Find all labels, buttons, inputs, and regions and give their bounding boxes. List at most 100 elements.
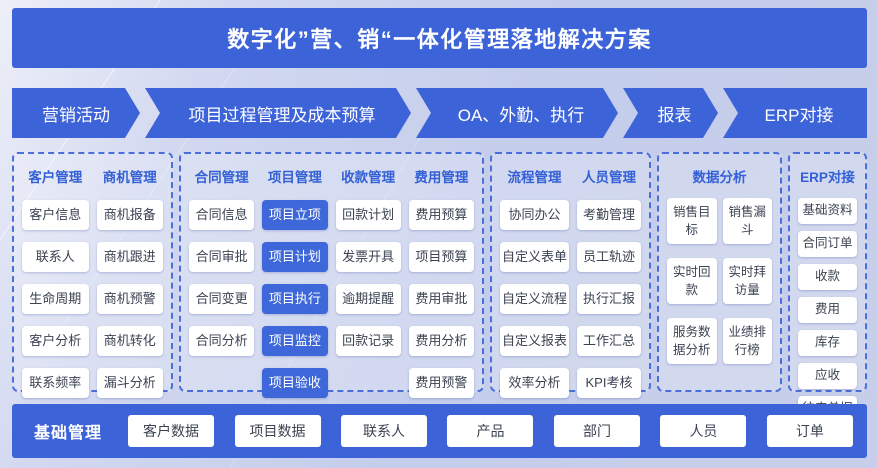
module-chip: 执行汇报 bbox=[577, 284, 641, 314]
module-chip: 合同分析 bbox=[189, 326, 255, 356]
module-chip: 费用审批 bbox=[408, 284, 474, 314]
module-chip: 服务数据分析 bbox=[667, 318, 717, 364]
base-management-label: 基础管理 bbox=[34, 425, 103, 442]
base-data-chip: 订单 bbox=[766, 415, 853, 447]
panel-header-erp: ERP对接 bbox=[800, 170, 855, 185]
module-chip: 商机转化 bbox=[96, 326, 163, 356]
panel-erp-column-0: 基础资料合同订单收款费用库存应收往来单据 bbox=[798, 198, 857, 422]
base-data-chip: 人员 bbox=[660, 415, 747, 447]
flow-step-0: 营销活动 bbox=[12, 88, 140, 138]
panel-data-analysis-column-0: 销售目标实时回款服务数据分析 bbox=[667, 198, 717, 364]
panel-customer-opportunity-column-1: 商机管理商机报备商机跟进商机预警商机转化漏斗分析 bbox=[96, 166, 163, 398]
module-chip: 费用分析 bbox=[408, 326, 474, 356]
module-chip: 商机预警 bbox=[96, 284, 163, 314]
flow-step-label: 报表 bbox=[657, 105, 692, 125]
title-banner: 数字化”营、销“一体化管理落地解决方案 bbox=[12, 8, 867, 68]
module-chip: 商机跟进 bbox=[96, 242, 163, 272]
module-chip: 协同办公 bbox=[500, 200, 570, 230]
module-chip: 合同订单 bbox=[798, 231, 857, 257]
column-header: 费用管理 bbox=[414, 170, 469, 185]
flow-step-2: OA、外勤、执行 bbox=[416, 88, 618, 138]
module-chip: 实时拜访量 bbox=[722, 258, 772, 304]
base-data-chip: 部门 bbox=[553, 415, 640, 447]
column-header: 客户管理 bbox=[28, 170, 83, 185]
column-header: 流程管理 bbox=[507, 170, 562, 185]
module-chip: 考勤管理 bbox=[577, 200, 641, 230]
module-chip: 客户分析 bbox=[22, 326, 89, 356]
panel-columns-process-personnel: 流程管理协同办公自定义表单自定义流程自定义报表效率分析人员管理考勤管理员工轨迹执… bbox=[500, 166, 641, 398]
panel-customer-opportunity-column-0: 客户管理客户信息联系人生命周期客户分析联系频率 bbox=[22, 166, 89, 398]
panel-columns-erp: 基础资料合同订单收款费用库存应收往来单据 bbox=[798, 198, 857, 422]
column-header: 商机管理 bbox=[102, 170, 157, 185]
module-chip: 自定义报表 bbox=[500, 326, 570, 356]
panel-contract-project-receipt-expense-column-3: 费用管理费用预算项目预算费用审批费用分析费用预警 bbox=[408, 166, 474, 398]
column-header: 人员管理 bbox=[582, 170, 636, 185]
column-header: 合同管理 bbox=[194, 170, 249, 185]
module-chip: 逾期提醒 bbox=[335, 284, 401, 314]
page-title: 数字化”营、销“一体化管理落地解决方案 bbox=[227, 27, 652, 52]
module-chip: 自定义表单 bbox=[500, 242, 570, 272]
module-chip: 联系人 bbox=[22, 242, 89, 272]
module-chip: 客户信息 bbox=[22, 200, 89, 230]
panel-customer-opportunity: 客户管理客户信息联系人生命周期客户分析联系频率商机管理商机报备商机跟进商机预警商… bbox=[12, 152, 173, 398]
module-chip: 销售目标 bbox=[667, 198, 717, 244]
module-chip: 项目立项 bbox=[262, 200, 328, 230]
module-chip: 商机报备 bbox=[96, 200, 163, 230]
column-header: 收款管理 bbox=[341, 170, 396, 185]
panel-data-analysis-column-1: 销售漏斗实时拜访量业绩排行榜 bbox=[722, 198, 772, 364]
module-chip: 项目验收 bbox=[262, 368, 328, 398]
panel-process-personnel-column-0: 流程管理协同办公自定义表单自定义流程自定义报表效率分析 bbox=[500, 166, 570, 398]
panel-columns-customer-opportunity: 客户管理客户信息联系人生命周期客户分析联系频率商机管理商机报备商机跟进商机预警商… bbox=[22, 166, 163, 398]
panel-contract-project-receipt-expense: 合同管理合同信息合同审批合同变更合同分析项目管理项目立项项目计划项目执行项目监控… bbox=[179, 152, 484, 398]
panel-process-personnel: 流程管理协同办公自定义表单自定义流程自定义报表效率分析人员管理考勤管理员工轨迹执… bbox=[490, 152, 651, 398]
module-chip: 基础资料 bbox=[798, 198, 857, 224]
flow-step-1: 项目过程管理及成本预算 bbox=[145, 88, 411, 138]
panel-contract-project-receipt-expense-column-1: 项目管理项目立项项目计划项目执行项目监控项目验收 bbox=[262, 166, 328, 398]
module-chip: KPI考核 bbox=[577, 368, 641, 398]
module-chip: 合同信息 bbox=[189, 200, 255, 230]
module-chip: 回款记录 bbox=[335, 326, 401, 356]
module-chip: 自定义流程 bbox=[500, 284, 570, 314]
module-chip: 项目执行 bbox=[262, 284, 328, 314]
module-chip: 业绩排行榜 bbox=[722, 318, 772, 364]
flow-step-4: ERP对接 bbox=[723, 88, 867, 138]
flow-step-label: 营销活动 bbox=[42, 105, 110, 125]
panel-process-personnel-column-1: 人员管理考勤管理员工轨迹执行汇报工作汇总 KPI考核 bbox=[577, 166, 641, 398]
module-chip: 效率分析 bbox=[500, 368, 570, 398]
column-header: 项目管理 bbox=[267, 170, 322, 185]
base-data-chip: 产品 bbox=[447, 415, 534, 447]
base-management-bar: 基础管理 客户数据项目数据联系人产品部门人员订单 bbox=[12, 404, 867, 458]
base-data-chip: 联系人 bbox=[340, 415, 427, 447]
flow-step-label: ERP对接 bbox=[764, 105, 834, 125]
module-chip: 库存 bbox=[798, 330, 857, 356]
module-chip: 合同审批 bbox=[189, 242, 255, 272]
module-chip: 实时回款 bbox=[667, 258, 717, 304]
panel-data-analysis: 数据分析销售目标实时回款服务数据分析销售漏斗实时拜访量业绩排行榜 bbox=[657, 152, 782, 392]
module-chip: 费用 bbox=[798, 297, 857, 323]
base-data-chip: 客户数据 bbox=[128, 415, 215, 447]
module-chip: 费用预算 bbox=[408, 200, 474, 230]
module-chip: 销售漏斗 bbox=[722, 198, 772, 244]
module-chip: 项目监控 bbox=[262, 326, 328, 356]
panel-header-data-analysis: 数据分析 bbox=[692, 170, 747, 185]
base-management-items: 客户数据项目数据联系人产品部门人员订单 bbox=[128, 415, 853, 447]
flow-step-label: OA、外勤、执行 bbox=[457, 105, 585, 125]
module-chip: 回款计划 bbox=[335, 200, 401, 230]
module-chip: 收款 bbox=[798, 264, 857, 290]
module-chip: 项目计划 bbox=[262, 242, 328, 272]
module-chip: 员工轨迹 bbox=[577, 242, 641, 272]
module-chip: 费用预警 bbox=[408, 368, 474, 398]
module-chip: 发票开具 bbox=[335, 242, 401, 272]
base-data-chip: 项目数据 bbox=[234, 415, 321, 447]
module-chip: 工作汇总 bbox=[577, 326, 641, 356]
panel-erp: ERP对接基础资料合同订单收款费用库存应收往来单据 bbox=[788, 152, 867, 422]
module-chip: 合同变更 bbox=[189, 284, 255, 314]
module-chip: 联系频率 bbox=[22, 368, 89, 398]
panel-columns-data-analysis: 销售目标实时回款服务数据分析销售漏斗实时拜访量业绩排行榜 bbox=[667, 198, 772, 364]
module-chip: 项目预算 bbox=[408, 242, 474, 272]
module-chip: 应收 bbox=[798, 363, 857, 389]
module-chip: 漏斗分析 bbox=[96, 368, 163, 398]
module-chip: 生命周期 bbox=[22, 284, 89, 314]
panel-contract-project-receipt-expense-column-0: 合同管理合同信息合同审批合同变更合同分析 bbox=[189, 166, 255, 398]
flow-step-3: 报表 bbox=[623, 88, 718, 138]
